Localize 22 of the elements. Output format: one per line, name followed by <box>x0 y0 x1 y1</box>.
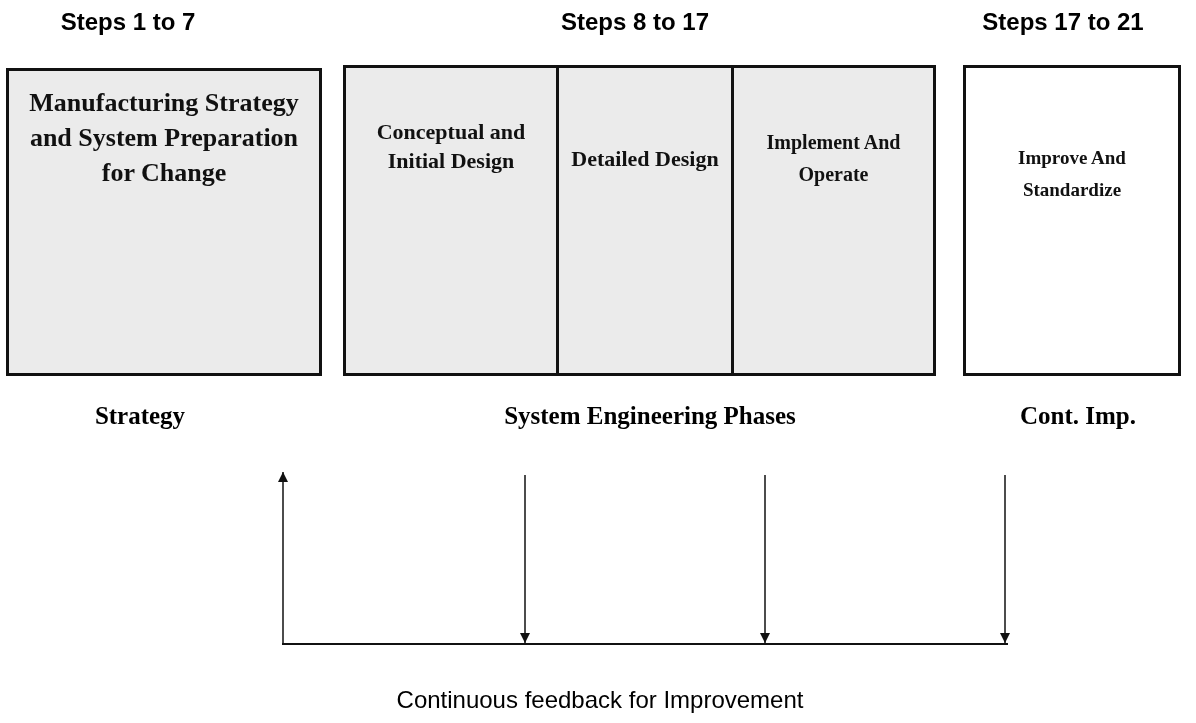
step-range-heading: Steps 1 to 7 <box>59 8 197 36</box>
phase-label: System Engineering Phases <box>503 402 797 430</box>
process-box <box>6 68 322 376</box>
phase-label: Strategy <box>93 402 187 430</box>
arrow <box>278 471 288 644</box>
feedback-line <box>282 643 1008 645</box>
process-box <box>963 65 1181 376</box>
arrow <box>520 474 530 644</box>
process-box <box>343 65 559 376</box>
box-title: Improve And Standardize <box>1017 146 1127 203</box>
caption: Continuous feedback for Improvement <box>395 686 805 714</box>
step-range-heading: Steps 8 to 17 <box>559 8 711 36</box>
process-box <box>731 65 936 376</box>
process-box <box>556 65 734 376</box>
arrow <box>760 474 770 644</box>
arrow <box>1000 474 1010 644</box>
box-title: Detailed Design <box>570 145 720 173</box>
box-title: Conceptual and Initial Design <box>375 118 527 175</box>
box-title: Implement And Operate <box>765 130 902 188</box>
step-range-heading: Steps 17 to 21 <box>981 8 1145 36</box>
phase-label: Cont. Imp. <box>1019 402 1137 430</box>
box-title: Manufacturing Strategy and System Preparation for Change <box>28 87 300 190</box>
